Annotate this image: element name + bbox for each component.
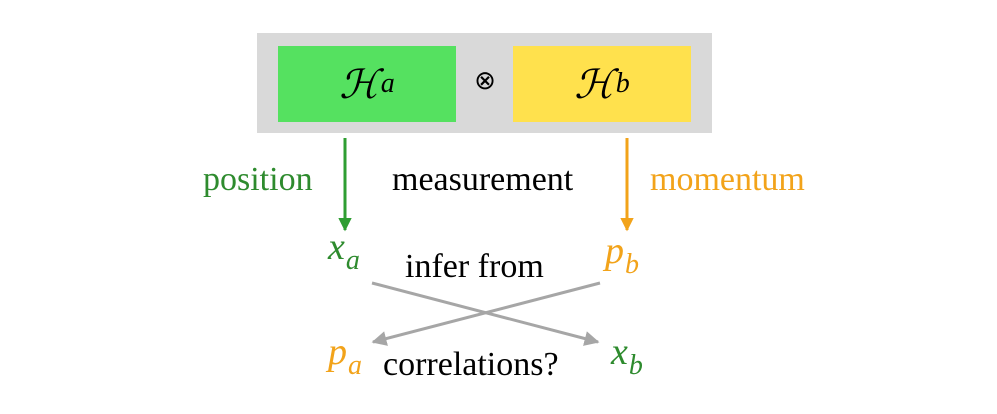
variable-x-a: xa bbox=[328, 228, 360, 275]
hilbert-b-symbol: ℋ bbox=[574, 61, 614, 107]
hilbert-b-subscript: b bbox=[615, 68, 630, 99]
infer-pa-arrow bbox=[371, 281, 601, 346]
variable-p-a-sub: a bbox=[348, 349, 362, 381]
variable-x-a-sub: a bbox=[345, 244, 360, 276]
tensor-product-symbol: ⊗ bbox=[474, 66, 496, 96]
correlations-label: correlations? bbox=[383, 346, 559, 383]
hilbert-a-symbol: ℋ bbox=[339, 61, 379, 107]
hilbert-a-subscript: a bbox=[380, 68, 395, 99]
variable-p-a-base: p bbox=[328, 331, 347, 373]
infer-from-label: infer from bbox=[405, 248, 544, 285]
variable-p-b-sub: b bbox=[625, 248, 639, 280]
variable-p-b-base: p bbox=[605, 230, 624, 272]
variable-p-b: pb bbox=[605, 232, 639, 279]
momentum-label: momentum bbox=[650, 161, 805, 198]
variable-p-a: pa bbox=[328, 333, 362, 380]
variable-x-b: xb bbox=[611, 333, 643, 380]
variable-x-b-sub: b bbox=[628, 349, 643, 381]
variable-x-a-base: x bbox=[328, 226, 345, 268]
variable-x-b-base: x bbox=[611, 331, 628, 373]
position-label: position bbox=[203, 161, 313, 198]
measurement-label: measurement bbox=[392, 161, 574, 198]
